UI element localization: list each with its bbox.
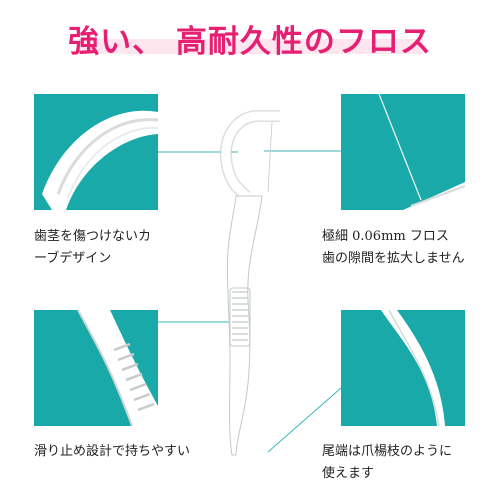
caption-line: 使えます	[322, 466, 375, 481]
caption-line: ーブデザイン	[34, 251, 112, 266]
caption-line: 極細 0.06mm フロス	[322, 229, 449, 244]
caption-line: 歯茎を傷つけないカ	[34, 229, 152, 244]
panel-floss-closeup	[341, 94, 465, 210]
caption-non-slip-grip: 滑り止め設計で持ちやすい	[34, 441, 190, 463]
caption-line: 滑り止め設計で持ちやすい	[34, 444, 191, 459]
grip-closeup-image	[77, 310, 158, 426]
pick-closeup-image	[381, 310, 445, 426]
caption-line: 歯の隙間を拡大しません	[322, 251, 465, 266]
caption-curve-design: 歯茎を傷つけないカ ーブデザイン	[34, 226, 151, 270]
headline-highlight-bar	[78, 39, 423, 54]
caption-pick-tip: 尾端は爪楊枝のように 使えます	[322, 441, 452, 485]
curve-closeup-image	[42, 110, 158, 210]
floss-closeup-image	[378, 94, 465, 210]
caption-line: 尾端は爪楊枝のように	[322, 444, 453, 459]
panel-pick-closeup	[341, 310, 465, 426]
panel-curve-closeup	[34, 94, 158, 210]
caption-fine-floss: 極細 0.06mm フロス 歯の隙間を拡大しません	[322, 226, 465, 270]
headline-title: 強い、 高耐久性のフロス	[68, 24, 432, 60]
floss-pick-icon	[219, 110, 280, 456]
panel-grip-closeup	[34, 310, 158, 426]
headline-area: 強い、 高耐久性のフロス	[0, 10, 500, 60]
